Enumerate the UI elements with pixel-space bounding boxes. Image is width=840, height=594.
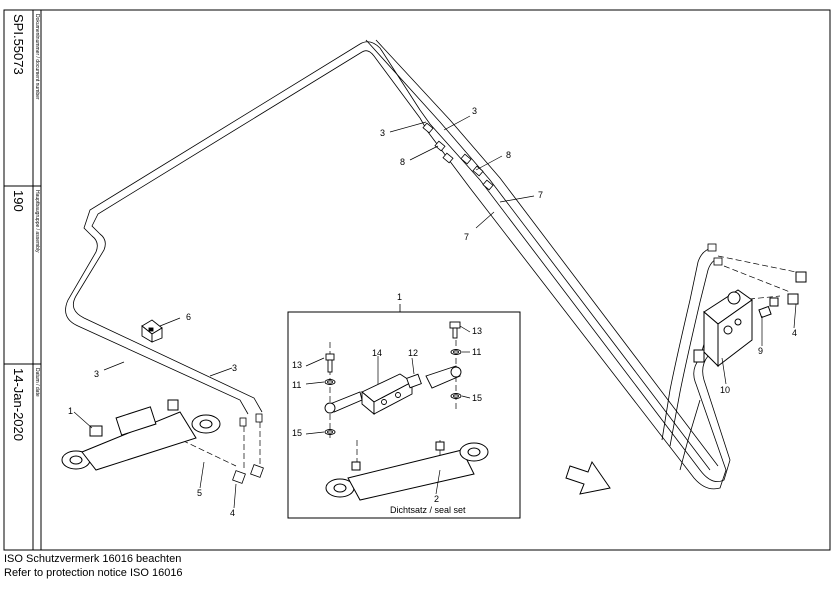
pipe-right-outer (419, 109, 731, 483)
pipe-valve-c (679, 399, 701, 471)
detail-cylinder (325, 441, 489, 501)
protection-notice-en: Refer to protection notice ISO 16016 (4, 567, 183, 579)
valve-assembly (693, 271, 807, 368)
seal-set-label: Dichtsatz / seal set (390, 505, 466, 515)
pipe-left-outer (65, 41, 421, 415)
callout-9: 9 (758, 346, 763, 356)
callout-7: 7 (464, 232, 469, 242)
part-6-block (141, 319, 163, 343)
direction-arrow (565, 460, 611, 495)
leader-lines (73, 115, 797, 509)
pipe-fittings (239, 122, 723, 427)
detail-parts (324, 321, 462, 435)
date-value: 14-Jan-2020 (11, 368, 26, 441)
callout-3: 3 (94, 369, 99, 379)
callout-3: 3 (380, 128, 385, 138)
pipe-valve-a (661, 247, 713, 441)
document-number-caption: Dokumentnummer / document number (34, 14, 40, 100)
callout-2: 2 (434, 494, 439, 504)
hydraulic-lines (65, 39, 731, 490)
callout-7: 7 (538, 190, 543, 200)
callout-15: 15 (292, 428, 302, 438)
callout-13: 13 (292, 360, 302, 370)
assembly-caption: Hauptbaugruppe / assembly (34, 190, 40, 253)
protection-notice-de: ISO Schutzvermerk 16016 beachten (4, 553, 182, 565)
connection-dashes (149, 255, 797, 470)
callout-3: 3 (232, 363, 237, 373)
callout-4: 4 (230, 508, 235, 518)
callout-8: 8 (400, 157, 405, 167)
callout-4: 4 (792, 328, 797, 338)
left-cylinder (61, 399, 221, 471)
date-caption: Datum / date (34, 368, 40, 397)
pipe-right-inner (419, 117, 727, 490)
left-fittings-4 (232, 464, 264, 484)
document-number: SPI.55073 (11, 14, 26, 75)
callout-1: 1 (397, 292, 402, 302)
callout-15: 15 (472, 393, 482, 403)
callout-1: 1 (68, 406, 73, 416)
pipe-top-a (365, 39, 711, 471)
callout-11: 11 (472, 347, 481, 357)
assembly-number: 190 (11, 190, 26, 212)
callout-13: 13 (472, 326, 482, 336)
callout-3: 3 (472, 106, 477, 116)
drawing-frame (3, 9, 831, 551)
callout-12: 12 (408, 348, 418, 358)
callout-14: 14 (372, 348, 382, 358)
callout-11: 11 (292, 380, 301, 390)
callout-6: 6 (186, 312, 191, 322)
callout-10: 10 (720, 385, 730, 395)
callout-8: 8 (506, 150, 511, 160)
pipe-left-inner (72, 50, 421, 413)
callout-labels: 3 3 8 8 7 7 3 3 1 6 5 4 4 9 10 1 13 13 1… (68, 106, 797, 518)
pipe-top-b (375, 39, 719, 467)
detail-box (287, 311, 521, 519)
callout-5: 5 (197, 488, 202, 498)
